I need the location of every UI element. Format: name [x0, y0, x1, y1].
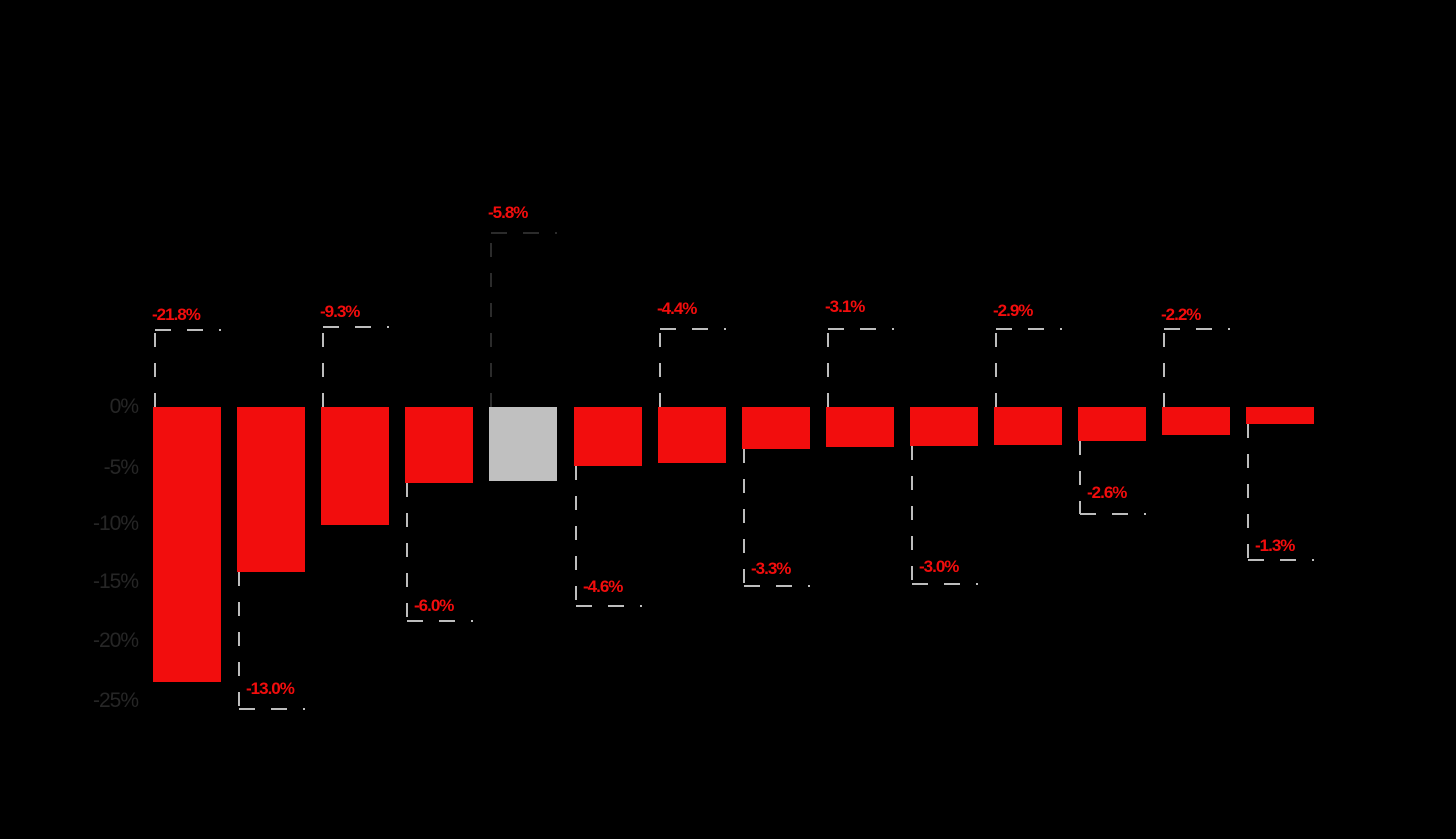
y-tick-label: -15% [92, 570, 139, 593]
value-label: -2.9% [993, 301, 1033, 320]
bar [742, 407, 810, 449]
bar-highlighted [489, 407, 557, 481]
bar [237, 407, 305, 572]
bar [994, 407, 1062, 445]
bar [1246, 407, 1314, 424]
bar [153, 407, 221, 682]
value-label: -3.0% [919, 557, 959, 576]
bar [405, 407, 473, 483]
value-label: -3.1% [825, 297, 865, 316]
value-label: -9.3% [320, 302, 360, 321]
value-label: -5.8% [488, 203, 528, 222]
y-tick-label: -20% [92, 629, 139, 652]
bar [1162, 407, 1230, 435]
value-label: -2.6% [1087, 483, 1127, 502]
value-label: -1.3% [1255, 536, 1295, 555]
bar [826, 407, 894, 447]
y-tick-label: -5% [103, 456, 139, 479]
bar [574, 407, 642, 466]
bar [910, 407, 978, 446]
bar [321, 407, 389, 525]
y-tick-label: -10% [92, 512, 139, 535]
value-label: -21.8% [152, 305, 201, 324]
bar [1078, 407, 1146, 441]
value-label: -4.4% [657, 299, 697, 318]
value-label: -13.0% [246, 679, 295, 698]
y-tick-label: -25% [92, 689, 139, 712]
value-label: -2.2% [1161, 305, 1201, 324]
value-label: -3.3% [751, 559, 791, 578]
bar [658, 407, 726, 463]
y-tick-label: 0% [109, 395, 139, 418]
value-label: -6.0% [414, 596, 454, 615]
value-label: -4.6% [583, 577, 623, 596]
